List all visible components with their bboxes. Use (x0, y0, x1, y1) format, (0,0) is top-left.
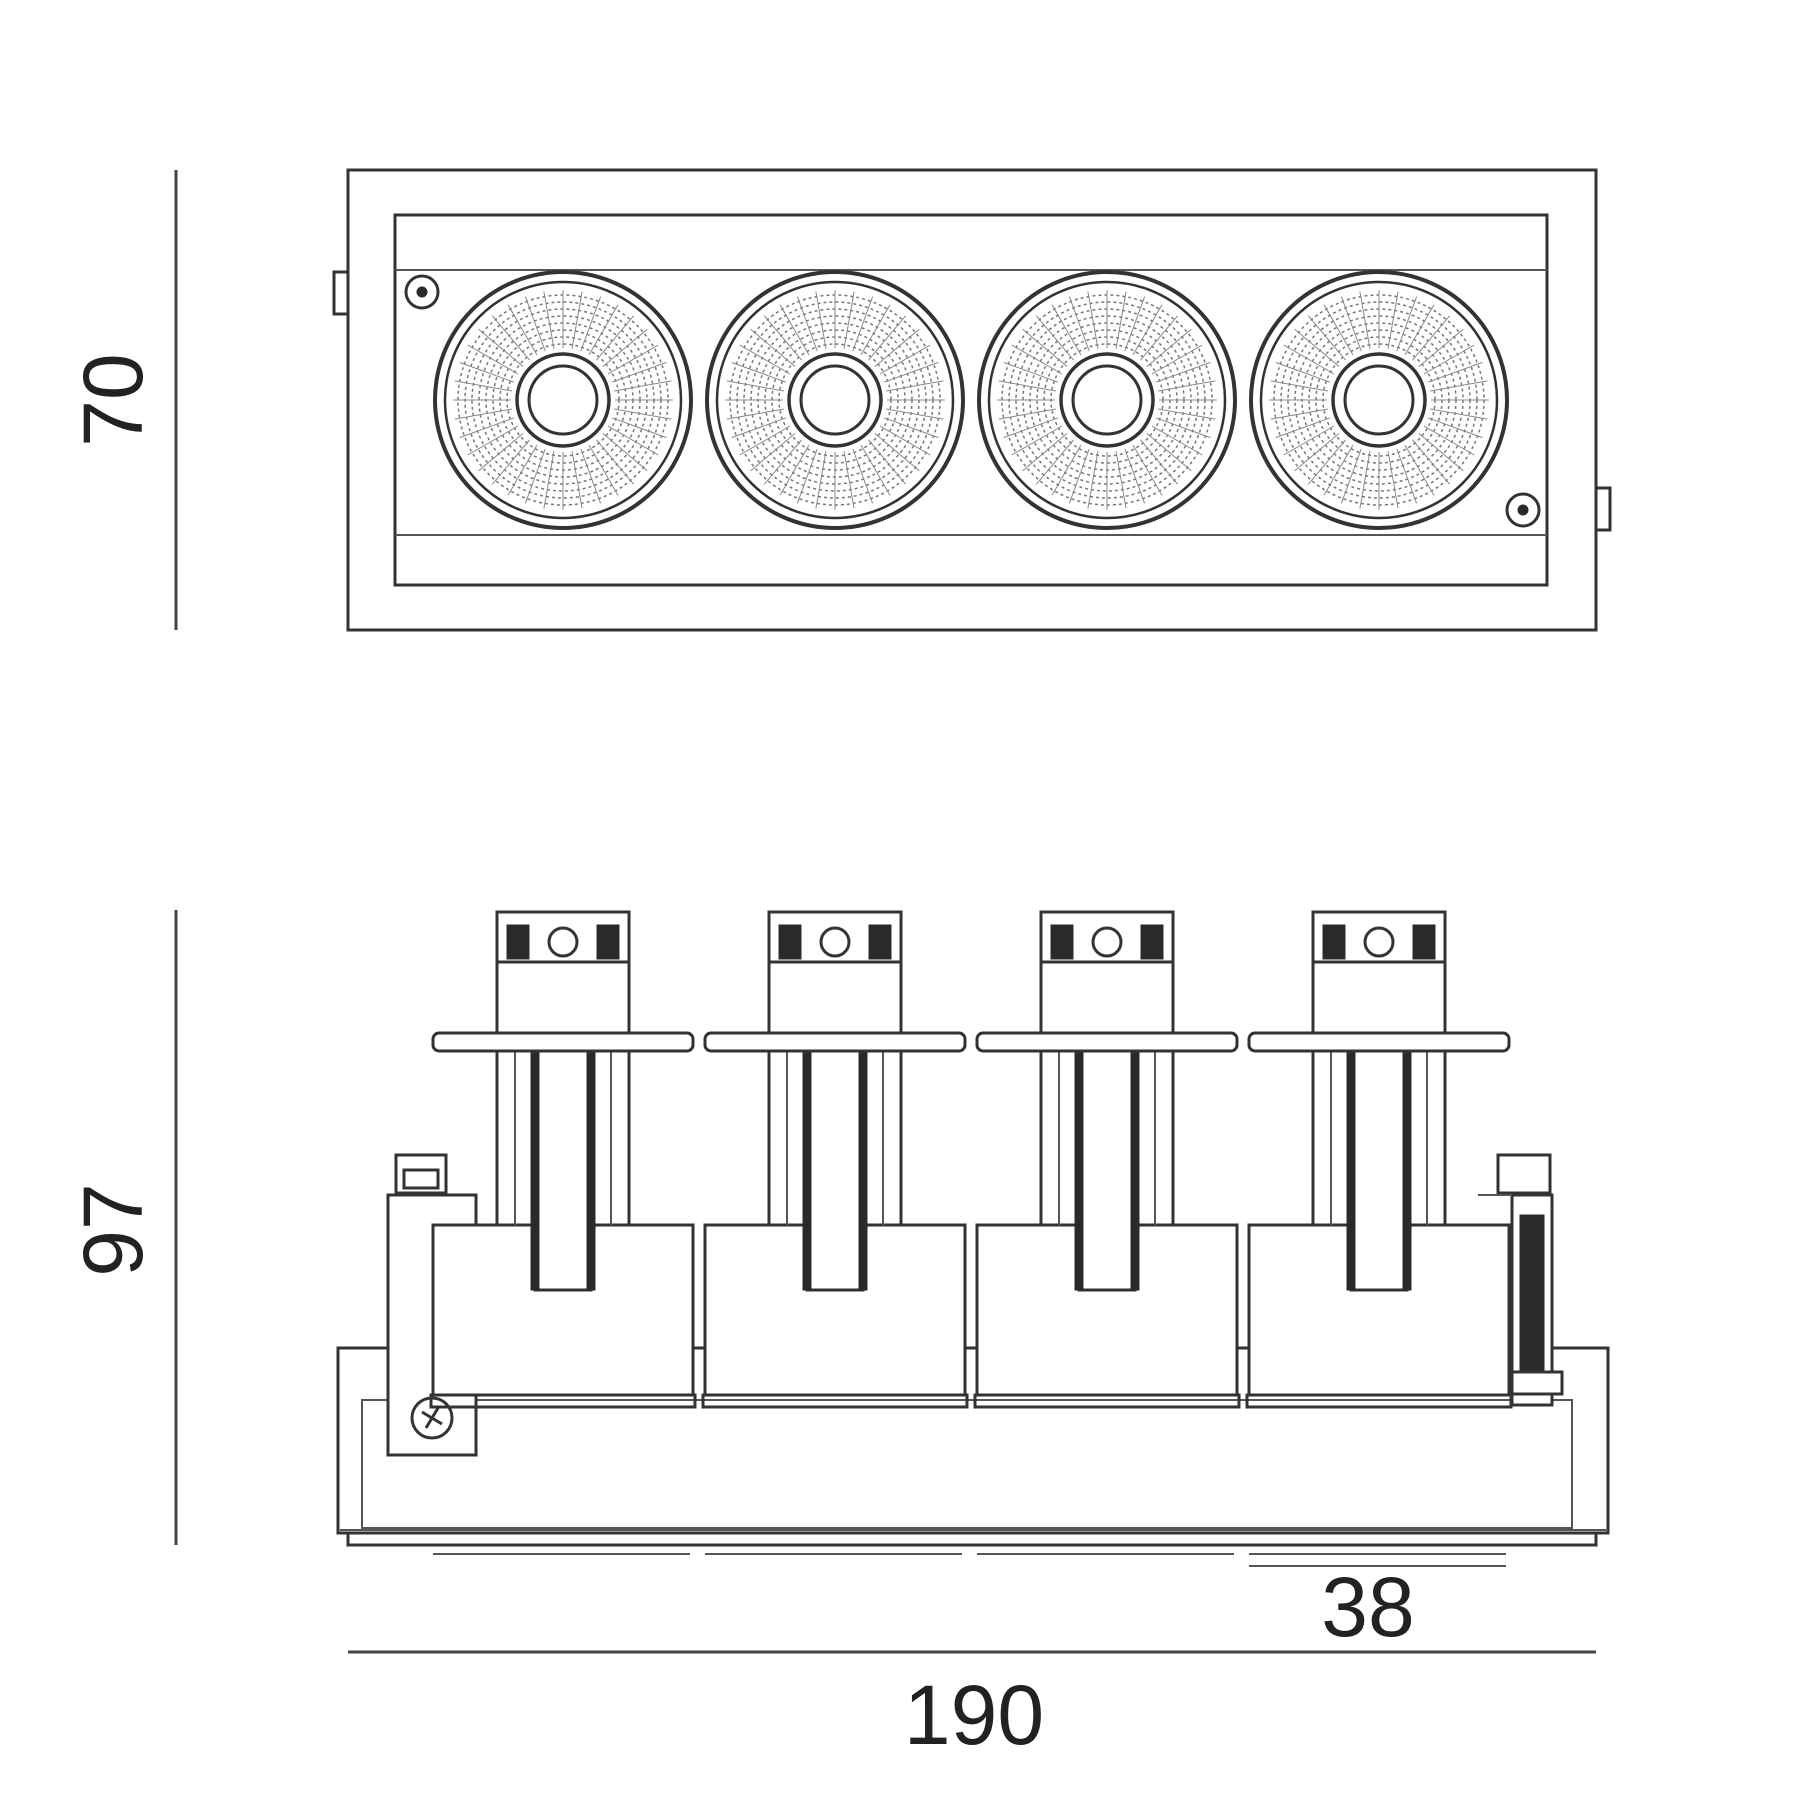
led-module (701, 910, 969, 1409)
dim-label-70: 70 (66, 353, 160, 446)
dim-label-97: 97 (66, 1183, 160, 1276)
dim-module-width: 38 (1321, 1560, 1414, 1654)
led-module (973, 910, 1241, 1409)
dim-total-width: 190 (348, 1650, 1596, 1762)
screw-icon (404, 274, 440, 310)
top-view (332, 168, 1612, 632)
right-clip (1594, 486, 1612, 532)
lens-icon (1249, 270, 1509, 530)
dim-top-height: 70 (66, 170, 178, 630)
dim-label-38: 38 (1321, 1560, 1414, 1654)
top-view-outer-frame (346, 168, 1598, 632)
top-view-inner-frame (393, 213, 1549, 587)
left-clip (332, 270, 350, 316)
lens-icon (433, 270, 693, 530)
base-plate (346, 1531, 1598, 1547)
screw-icon (1505, 492, 1541, 528)
lens-icon (977, 270, 1237, 530)
dim-label-190: 190 (904, 1668, 1044, 1762)
side-view (336, 910, 1610, 1567)
led-module (1245, 910, 1513, 1409)
lens-icon (705, 270, 965, 530)
lens-group (433, 270, 1509, 530)
base-inner (361, 1399, 1573, 1529)
right-bolt (1496, 1153, 1552, 1195)
spring-coil (1519, 1214, 1545, 1376)
module-group (429, 910, 1513, 1409)
dim-side-height: 97 (66, 910, 178, 1545)
led-module (429, 910, 697, 1409)
